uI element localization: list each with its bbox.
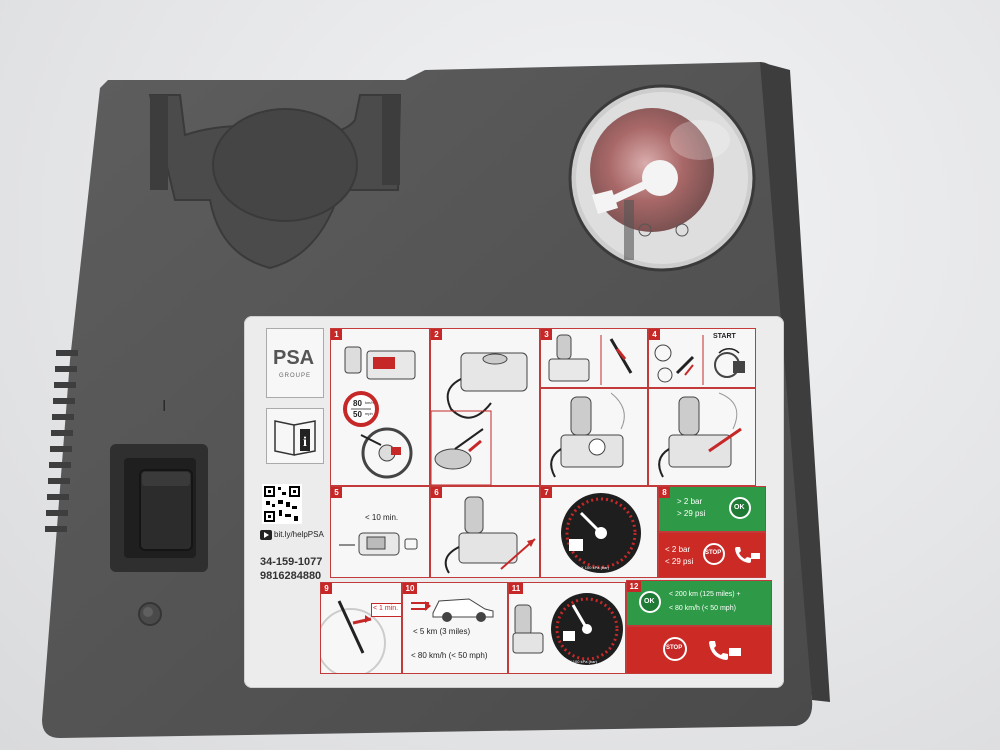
step-7-gauge-unit: X 100 kPa (bar): [581, 565, 610, 570]
info-book-icon: i: [274, 420, 316, 456]
step-9-illustration: [321, 600, 386, 673]
step-7-gauge-icon: [561, 493, 641, 573]
switch-mark: I: [162, 398, 167, 415]
stop-badge: [663, 637, 687, 661]
compressor-start-illustration: [658, 392, 742, 478]
time-box: [371, 603, 401, 617]
power-rocker-switch[interactable]: [139, 469, 193, 551]
step-3-illustration: [548, 334, 633, 385]
speed-sign-bottom: 50: [353, 410, 362, 419]
ok-line-2: > 29 psi: [677, 509, 706, 518]
step-4-detail: [648, 388, 756, 486]
brand-box: PSA GROUPE: [266, 328, 324, 398]
step-number: 6: [431, 487, 442, 498]
step-7: 7 X 100 kPa (bar): [540, 486, 658, 578]
step-3: 3: [540, 328, 648, 388]
step-12-ok: 12 OK < 200 km (125 miles) + < 80 km/h (…: [626, 580, 772, 626]
ok-badge: [639, 591, 661, 613]
part-number-2: 9816284880: [260, 570, 322, 582]
step-5-time: < 10 min.: [365, 513, 399, 522]
step-4-illustration: [654, 335, 745, 385]
step-number: 5: [331, 487, 342, 498]
step-5-illustration: [339, 532, 418, 556]
speed-sign-top: 80: [353, 399, 362, 408]
step-11-gauge-unit: X 100 kPa (bar): [569, 659, 598, 664]
step-number: 10: [403, 583, 417, 594]
step-number: 1: [331, 329, 342, 340]
phone-tow-icon: [709, 641, 741, 660]
side-vents: [45, 350, 78, 532]
svg-text:i: i: [303, 435, 307, 450]
ok-badge-text: OK: [644, 598, 655, 605]
stop-line-1: < 2 bar: [665, 545, 691, 554]
ok-line-1: < 200 km (125 miles) +: [669, 591, 741, 598]
step-3-detail: [540, 388, 648, 486]
qr-code-icon: [262, 484, 302, 524]
step-5: 5 < 10 min.: [330, 486, 430, 578]
stop-line-2: < 29 psi: [665, 557, 694, 566]
info-box: i: [266, 408, 324, 464]
step-4: 4 START: [648, 328, 756, 388]
step-number: 2: [431, 329, 442, 340]
ok-line-1: > 2 bar: [677, 497, 703, 506]
car-driving-icon: [411, 598, 494, 622]
speed-sign-unit-top: km/h: [365, 400, 374, 405]
stop-badge-text: STOP: [666, 645, 683, 651]
step-11-gauge-icon: [512, 593, 623, 665]
ok-badge: [729, 497, 751, 519]
step-number: 4: [649, 329, 660, 340]
step-6: 6: [430, 486, 540, 578]
step-10-speed: < 80 km/h (< 50 mph): [411, 651, 488, 660]
step-9: 9 < 1 min.: [320, 582, 402, 674]
stop-panel: [627, 627, 771, 673]
step-number: 12: [627, 581, 641, 592]
step-12-stop: STOP: [626, 626, 772, 674]
step-11: 11 X 100 kPa (bar): [508, 582, 626, 674]
ok-badge-text: OK: [734, 504, 745, 511]
video-play-icon: [260, 530, 272, 540]
step-6-illustration: [444, 496, 536, 574]
step-1-illustration: [343, 346, 416, 479]
brand-subtitle: GROUPE: [279, 373, 312, 379]
step-2-illustration: [431, 352, 528, 485]
brand-logo: PSA: [273, 347, 315, 369]
stop-badge-text: STOP: [705, 550, 722, 556]
speed-sign-unit-bottom: mph: [365, 411, 373, 416]
step-10-distance: < 5 km (3 miles): [413, 627, 471, 636]
step-9-time: < 1 min.: [373, 605, 399, 612]
step-1: 1 80 km/h 50 mph: [330, 328, 430, 486]
start-label: START: [713, 333, 736, 340]
step-number: 7: [541, 487, 552, 498]
step-8-stop: < 2 bar < 29 psi STOP: [658, 532, 766, 578]
pressure-gauge: [568, 84, 756, 272]
step-number: 11: [509, 583, 523, 594]
step-2: 2: [430, 328, 540, 486]
step-number: 8: [659, 487, 670, 498]
help-link[interactable]: bit.ly/helpPSA: [274, 530, 324, 539]
step-10: 10 < 5 km (3 miles) < 80 km/h (< 50 mph): [402, 582, 508, 674]
compressor-bottle-illustration: [550, 392, 625, 478]
ok-line-2: < 80 km/h (< 50 mph): [669, 605, 736, 612]
step-number: 3: [541, 329, 552, 340]
step-number: 9: [321, 583, 332, 594]
part-number-1: 34-159-1077: [260, 556, 323, 568]
phone-tow-icon: [735, 547, 760, 563]
stop-badge: [703, 543, 725, 565]
instruction-label: PSA GROUPE i bit.ly/helpPSA 34-159-1077 …: [244, 316, 784, 688]
step-8-ok: 8 > 2 bar > 29 psi OK: [658, 486, 766, 532]
